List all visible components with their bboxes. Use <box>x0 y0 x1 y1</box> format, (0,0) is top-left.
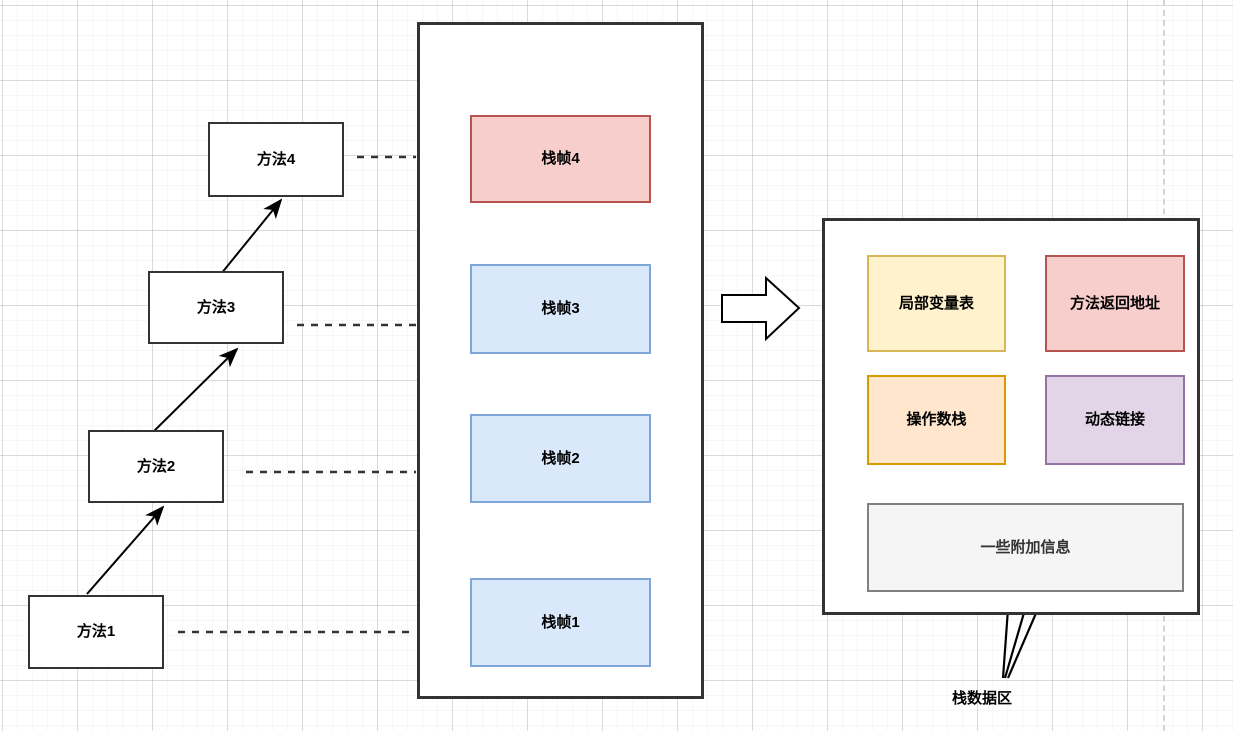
method-box-1[interactable]: 方法1 <box>28 595 164 669</box>
method-box-4-label: 方法4 <box>256 150 296 168</box>
stack-data-area-label: 栈数据区 <box>952 690 1013 707</box>
call-arrow-method1-to-method2 <box>86 505 165 595</box>
cell-local-variable-table-label: 局部变量表 <box>898 294 974 312</box>
stack-frame-4[interactable]: 栈帧4 <box>470 115 651 203</box>
dashed-link-group <box>178 155 416 634</box>
cell-extra-info-label: 一些附加信息 <box>980 538 1071 556</box>
stack-frame-4-label: 栈帧4 <box>541 150 580 167</box>
method-box-2-label: 方法2 <box>136 457 176 475</box>
stack-frame-3[interactable]: 栈帧3 <box>470 264 651 354</box>
method-box-3[interactable]: 方法3 <box>148 271 284 344</box>
stack-frame-2-label: 栈帧2 <box>541 449 580 467</box>
stack-frame-3-label: 栈帧3 <box>541 300 580 317</box>
method-box-4[interactable]: 方法4 <box>208 122 344 197</box>
stack-frame-2[interactable]: 栈帧2 <box>470 414 651 503</box>
cell-dynamic-link[interactable]: 动态链接 <box>1045 375 1185 465</box>
cell-method-return-address-label: 方法返回地址 <box>1069 294 1160 312</box>
cell-operand-stack[interactable]: 操作数栈 <box>867 375 1006 465</box>
stack-frame-1-label: 栈帧1 <box>541 613 580 631</box>
block-arrow-stack-to-detail <box>721 275 801 342</box>
method-box-1-label: 方法1 <box>76 623 116 640</box>
cell-extra-info[interactable]: 一些附加信息 <box>867 503 1184 592</box>
stack-frame-1[interactable]: 栈帧1 <box>470 578 651 667</box>
cell-local-variable-table[interactable]: 局部变量表 <box>867 255 1006 352</box>
method-box-3-label: 方法3 <box>196 298 236 316</box>
cell-dynamic-link-label: 动态链接 <box>1084 411 1145 428</box>
cell-method-return-address[interactable]: 方法返回地址 <box>1045 255 1185 352</box>
method-box-2[interactable]: 方法2 <box>88 430 224 503</box>
call-arrow-group <box>86 198 283 595</box>
call-arrow-method2-to-method3 <box>147 347 239 438</box>
cell-operand-stack-label: 操作数栈 <box>906 411 967 428</box>
